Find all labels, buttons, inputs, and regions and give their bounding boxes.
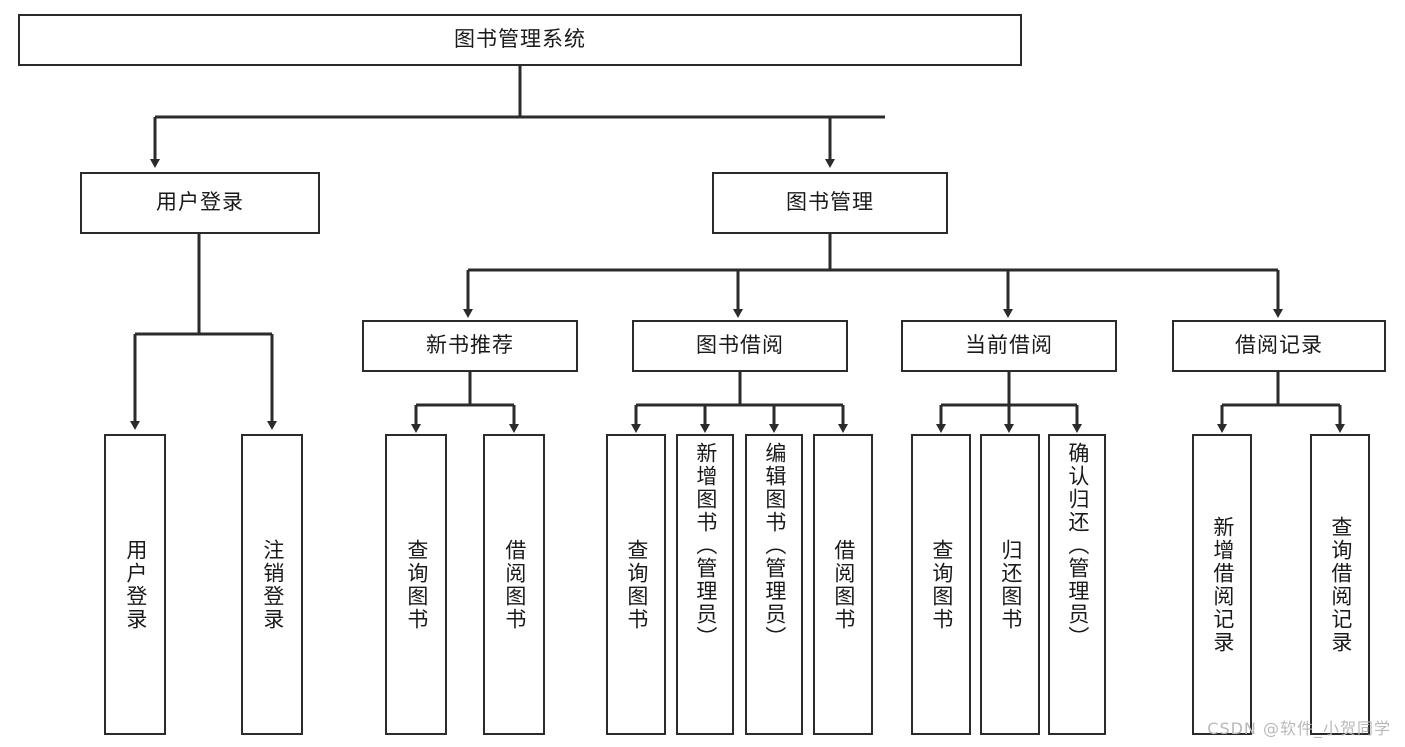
node-root[interactable]: 图书管理系统 <box>18 14 1022 66</box>
watermark: CSDN @软件_小贺同学 <box>1207 719 1391 738</box>
node-user-login[interactable]: 用户登录 <box>80 172 320 234</box>
node-book-borrow[interactable]: 图书借阅 <box>632 320 848 372</box>
node-leaf-borrow-book-1-label: 借阅图书 <box>502 538 527 631</box>
node-leaf-borrow-book-2[interactable]: 借阅图书 <box>813 434 873 735</box>
node-leaf-add-record-label: 新增借阅记录 <box>1210 515 1235 654</box>
node-leaf-add-record[interactable]: 新增借阅记录 <box>1192 434 1252 735</box>
node-book-manage[interactable]: 图书管理 <box>712 172 948 234</box>
node-leaf-edit-book[interactable]: 编辑图书（管理员） <box>745 434 803 735</box>
node-leaf-user-login[interactable]: 用户登录 <box>104 434 166 735</box>
node-borrow-record[interactable]: 借阅记录 <box>1172 320 1386 372</box>
node-leaf-return-book[interactable]: 归还图书 <box>980 434 1040 735</box>
node-root-label: 图书管理系统 <box>454 27 586 52</box>
node-leaf-query-book-3-label: 查询图书 <box>929 538 954 631</box>
node-leaf-user-logout[interactable]: 注销登录 <box>241 434 303 735</box>
node-current-borrow-label: 当前借阅 <box>965 333 1053 358</box>
node-leaf-return-book-label: 归还图书 <box>998 538 1023 631</box>
node-leaf-borrow-book-2-label: 借阅图书 <box>831 538 856 631</box>
node-leaf-query-record[interactable]: 查询借阅记录 <box>1310 434 1370 735</box>
node-leaf-query-record-label: 查询借阅记录 <box>1328 515 1353 654</box>
node-current-borrow[interactable]: 当前借阅 <box>901 320 1117 372</box>
node-leaf-confirm-return[interactable]: 确认归还（管理员） <box>1048 434 1106 735</box>
node-leaf-query-book-3[interactable]: 查询图书 <box>911 434 971 735</box>
node-new-book-recommend-label: 新书推荐 <box>426 333 514 358</box>
node-book-borrow-label: 图书借阅 <box>696 333 784 358</box>
node-leaf-query-book-2[interactable]: 查询图书 <box>606 434 666 735</box>
node-leaf-query-book-1-label: 查询图书 <box>404 538 429 631</box>
node-leaf-edit-book-label: 编辑图书（管理员） <box>762 442 787 649</box>
node-book-manage-label: 图书管理 <box>786 190 874 215</box>
node-leaf-borrow-book-1[interactable]: 借阅图书 <box>483 434 545 735</box>
node-leaf-confirm-return-label: 确认归还（管理员） <box>1065 442 1090 649</box>
node-new-book-recommend[interactable]: 新书推荐 <box>362 320 578 372</box>
node-leaf-add-book-label: 新增图书（管理员） <box>693 442 718 649</box>
node-borrow-record-label: 借阅记录 <box>1235 333 1323 358</box>
node-leaf-add-book[interactable]: 新增图书（管理员） <box>676 434 734 735</box>
node-leaf-query-book-2-label: 查询图书 <box>624 538 649 631</box>
node-leaf-user-logout-label: 注销登录 <box>260 538 285 631</box>
node-user-login-label: 用户登录 <box>156 190 244 215</box>
node-leaf-user-login-label: 用户登录 <box>123 538 148 631</box>
node-leaf-query-book-1[interactable]: 查询图书 <box>385 434 447 735</box>
